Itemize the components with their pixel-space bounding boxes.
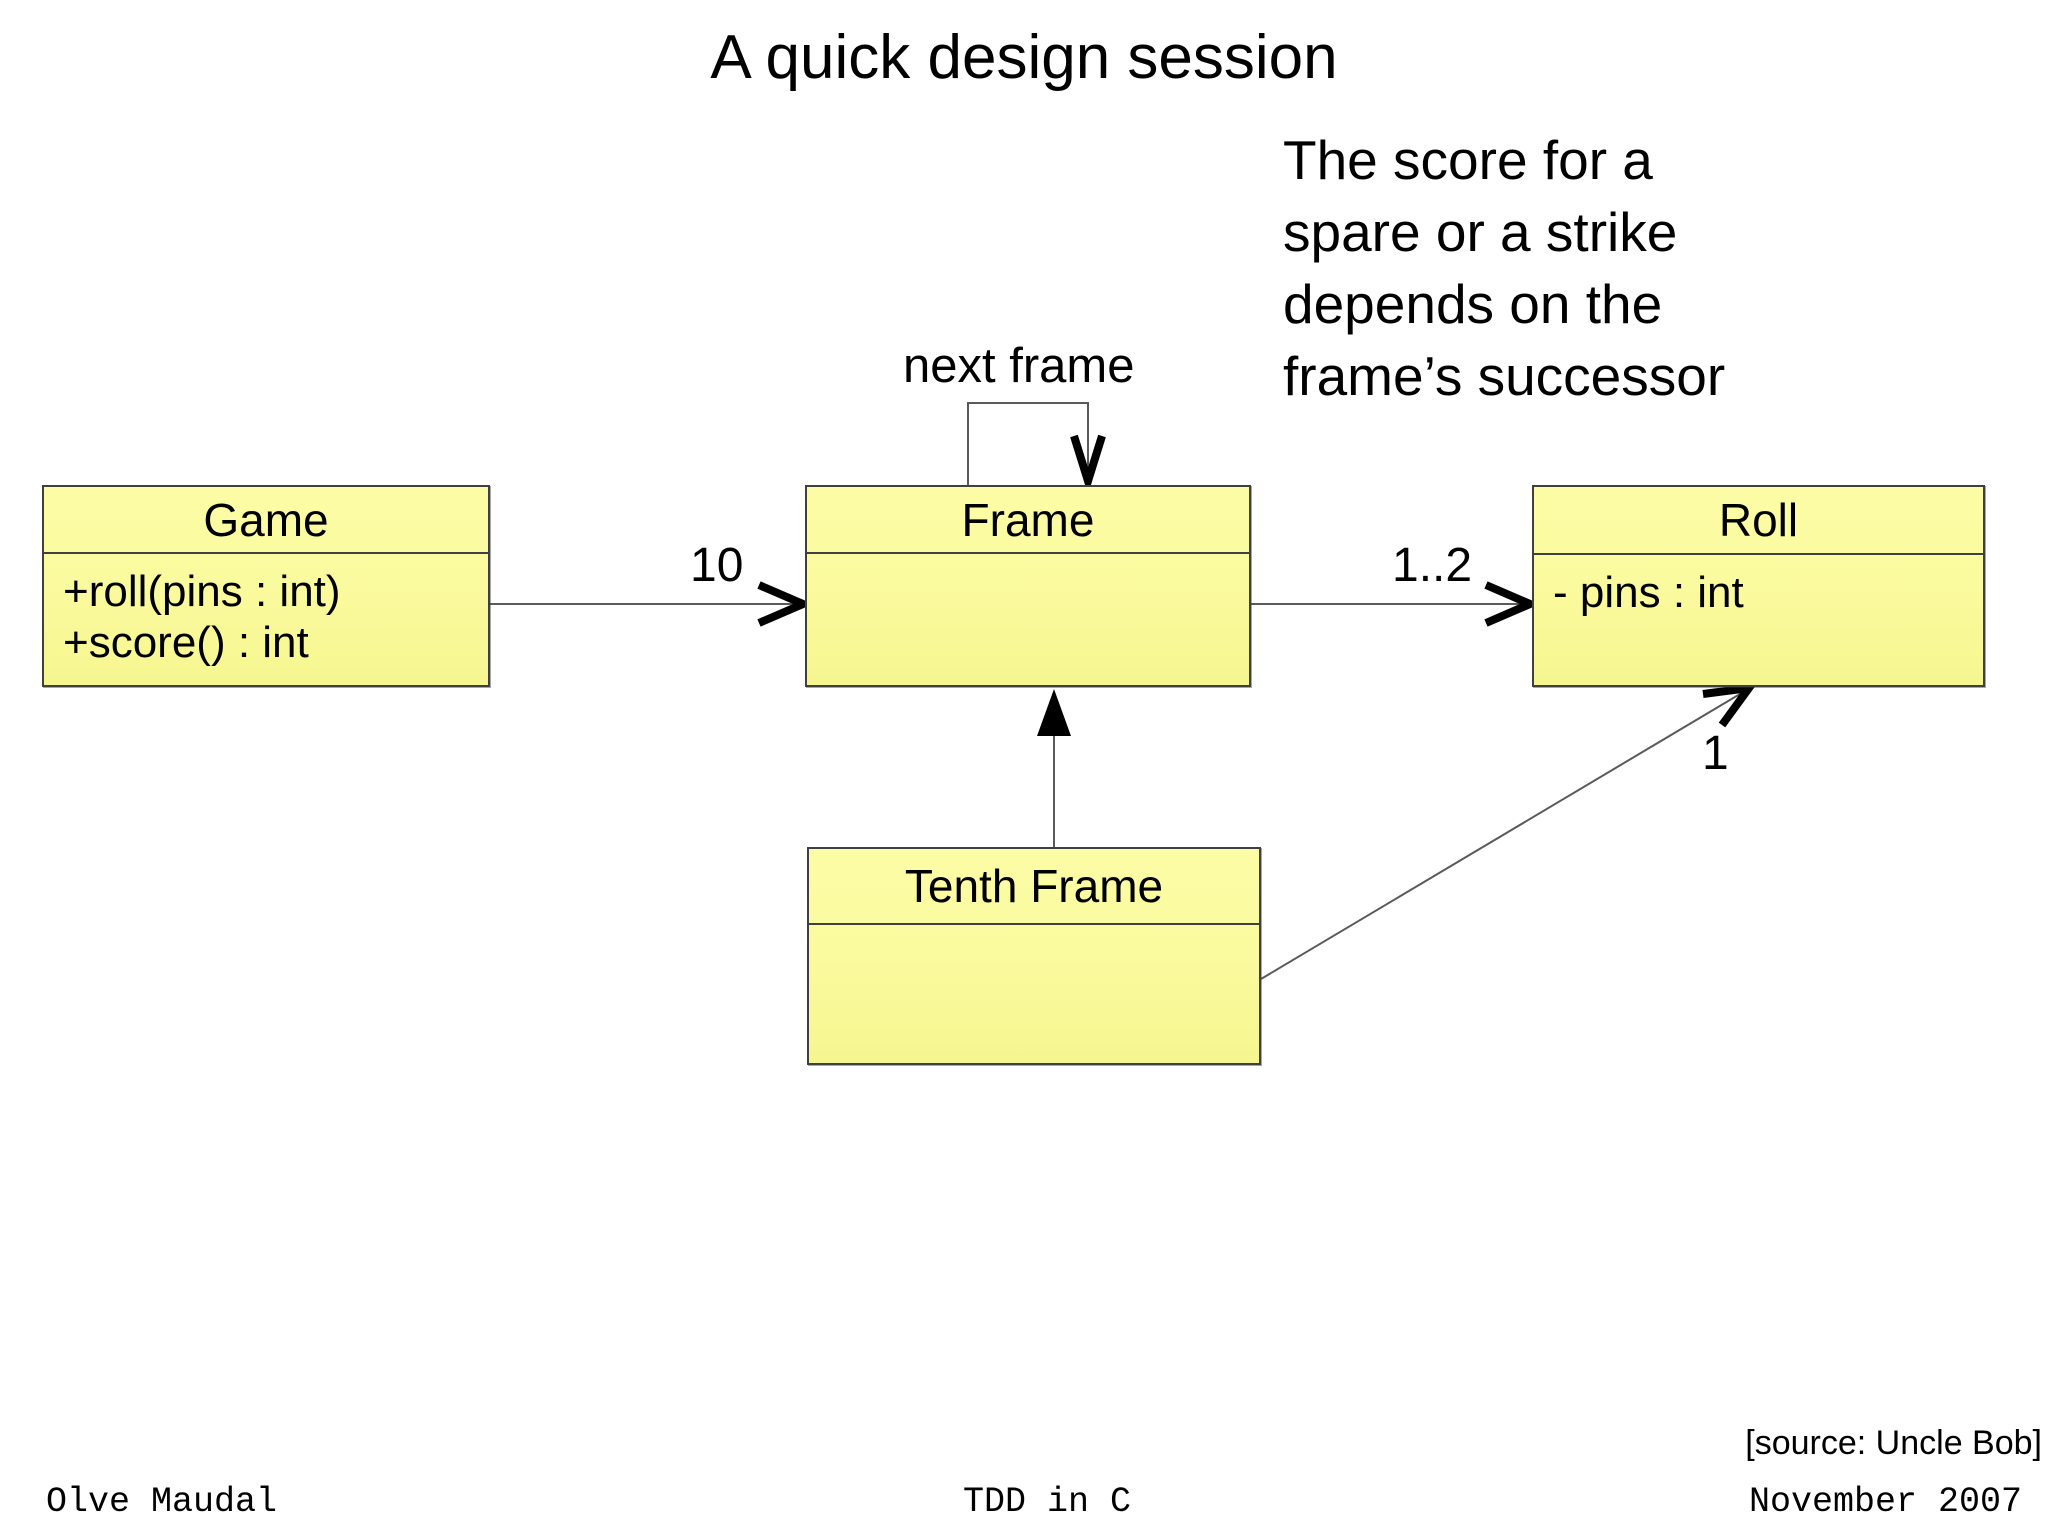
class-box-frame: Frame <box>805 485 1251 687</box>
class-name-frame: Frame <box>807 487 1249 554</box>
slide-title: A quick design session <box>710 23 1338 92</box>
class-box-game: Game +roll(pins : int) +score() : int <box>42 485 490 687</box>
arrowhead-game-frame-icon <box>757 581 814 627</box>
member-line: +roll(pins : int) <box>63 567 341 616</box>
class-name-roll: Roll <box>1534 487 1983 555</box>
association-tenthframe-roll <box>1260 690 1746 980</box>
class-members-frame <box>807 554 1249 566</box>
class-members-game: +roll(pins : int) +score() : int <box>44 554 488 668</box>
arrowhead-tenthframe-roll-icon <box>1702 682 1758 728</box>
multiplicity-game-frame: 10 <box>690 539 744 592</box>
footer-date: November 2007 <box>1748 1482 2022 1522</box>
member-line: - pins : int <box>1553 568 1744 617</box>
label-next-frame: next frame <box>903 339 1135 393</box>
footer: Olve Maudal TDD in C November 2007 <box>0 1482 2048 1526</box>
member-line: +score() : int <box>63 618 309 667</box>
class-members-tenth-frame <box>809 925 1259 937</box>
association-frame-self <box>967 402 1089 485</box>
class-name-game: Game <box>44 487 488 554</box>
class-box-roll: Roll - pins : int <box>1532 485 1985 687</box>
multiplicity-frame-roll: 1..2 <box>1392 539 1473 592</box>
source-note: [source: Uncle Bob] <box>1745 1424 2042 1462</box>
arrowhead-frame-roll-icon <box>1484 581 1541 627</box>
class-name-tenth-frame: Tenth Frame <box>809 849 1259 925</box>
annotation-note: The score for a spare or a strike depend… <box>1283 129 1726 407</box>
class-box-tenth-frame: Tenth Frame <box>807 847 1261 1065</box>
footer-title: TDD in C <box>963 1482 1132 1522</box>
footer-author: Olve Maudal <box>46 1482 278 1522</box>
generalization-triangle-icon <box>1037 689 1071 736</box>
arrowhead-frame-self-icon <box>1070 434 1106 495</box>
class-members-roll: - pins : int <box>1534 555 1983 618</box>
multiplicity-tenthframe-roll: 1 <box>1702 727 1729 780</box>
